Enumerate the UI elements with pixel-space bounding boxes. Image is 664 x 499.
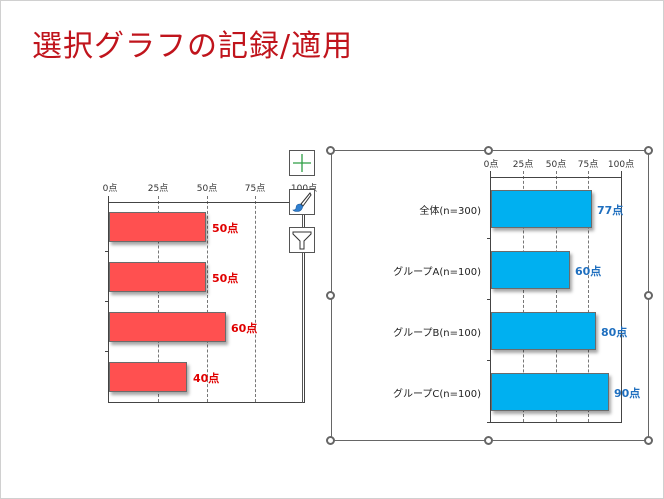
slide-title[interactable]: 選択グラフの記録/適用 [32,29,354,64]
paintbrush-icon [292,192,312,212]
resize-handle-bottom[interactable] [484,436,493,445]
axis-tick-label: 0点 [102,184,118,194]
toolbar-connector [302,253,303,403]
plus-icon [293,154,311,172]
resize-handle-top[interactable] [484,146,493,155]
resize-handle-right[interactable] [644,291,653,300]
bar-group-a[interactable] [109,262,206,292]
axis-tick [105,351,108,352]
resize-handle-top-left[interactable] [326,146,335,155]
gridline [255,196,256,402]
resize-handle-bottom-left[interactable] [326,436,335,445]
plot-bottom-border [108,402,305,403]
resize-handle-left[interactable] [326,291,335,300]
category-axis [108,196,109,403]
resize-handle-bottom-right[interactable] [644,436,653,445]
data-label: 50点 [212,222,239,235]
funnel-icon [292,231,312,250]
data-label: 40点 [193,372,220,385]
axis-tick-label: 25点 [147,184,169,194]
gridline [207,196,208,402]
chart-selection-frame[interactable] [331,150,649,441]
gridline [158,196,159,402]
plot-top-border [108,202,305,203]
axis-tick-label: 75点 [244,184,266,194]
data-label: 50点 [212,272,239,285]
axis-tick-label: 50点 [196,184,218,194]
plot-right-border [304,202,305,403]
left-bar-chart[interactable]: 0点 25点 50点 75点 100点 全体(n=300) 50点 グループA(… [0,0,330,420]
toolbar-connector [302,215,303,227]
axis-tick [105,251,108,252]
resize-handle-top-right[interactable] [644,146,653,155]
bar-total[interactable] [109,212,206,242]
chart-filters-button[interactable] [289,227,315,253]
add-chart-element-button[interactable] [289,150,315,176]
bar-group-c[interactable] [109,362,187,392]
axis-tick [105,301,108,302]
bar-group-b[interactable] [109,312,226,342]
chart-styles-button[interactable] [289,189,315,215]
data-label: 60点 [231,322,258,335]
